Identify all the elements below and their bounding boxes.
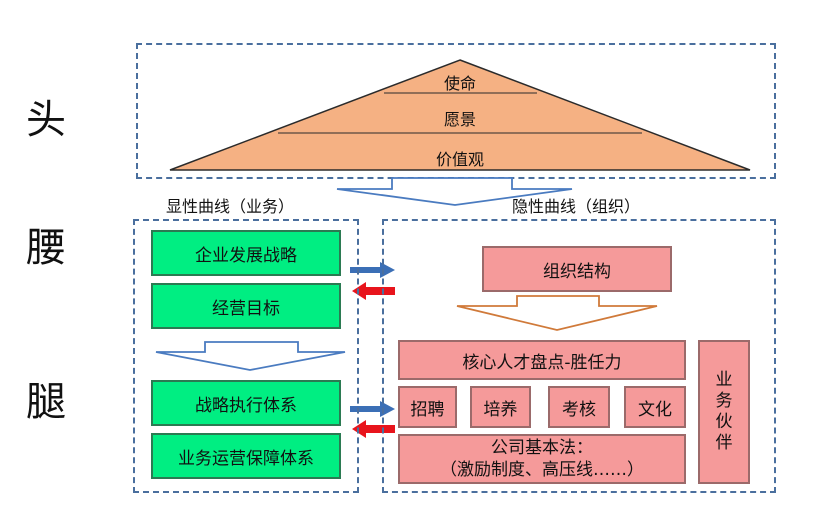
culture-box: 文化 [624, 386, 686, 428]
business-box-operations: 业务运营保障体系 [151, 433, 341, 479]
business-partner-box: 业 务 伙 伴 [698, 340, 750, 484]
left-down-arrow [155, 341, 346, 371]
head-to-body-arrow [336, 177, 573, 206]
red-left-arrow-2 [352, 420, 395, 438]
pyramid-vision: 愿景 [443, 110, 476, 129]
org-structure-box: 组织结构 [482, 246, 672, 292]
partner-char-4: 伴 [715, 433, 733, 453]
assessment-box: 考核 [548, 386, 610, 428]
company-law-detail: （激励制度、高压线……） [440, 460, 644, 480]
partner-char-3: 伙 [715, 412, 733, 432]
pyramid-mission: 使命 [443, 74, 476, 93]
red-left-arrow-1 [352, 282, 395, 300]
waist-label: 腰 [26, 225, 66, 271]
company-law-title: 公司基本法： [491, 438, 593, 458]
organization-panel [382, 219, 776, 493]
business-box-execution: 战略执行体系 [151, 380, 341, 426]
partner-char-2: 务 [715, 391, 733, 411]
right-down-arrow [456, 295, 658, 331]
partner-char-1: 业 [715, 370, 733, 390]
business-box-goals: 经营目标 [151, 283, 341, 329]
legs-label: 腿 [26, 379, 66, 425]
pyramid-values: 价值观 [435, 150, 484, 169]
core-talent-box: 核心人才盘点-胜任力 [398, 340, 686, 380]
pyramid-shape [169, 59, 751, 171]
left-section-title: 显性曲线（业务） [166, 197, 295, 216]
head-label: 头 [26, 97, 66, 143]
company-law-box: 公司基本法： （激励制度、高压线……） [398, 434, 686, 484]
training-box: 培养 [470, 386, 531, 428]
right-section-title: 隐性曲线（组织） [512, 197, 641, 216]
business-box-strategy: 企业发展战略 [151, 230, 341, 276]
recruit-box: 招聘 [398, 386, 457, 428]
business-panel [133, 219, 359, 493]
